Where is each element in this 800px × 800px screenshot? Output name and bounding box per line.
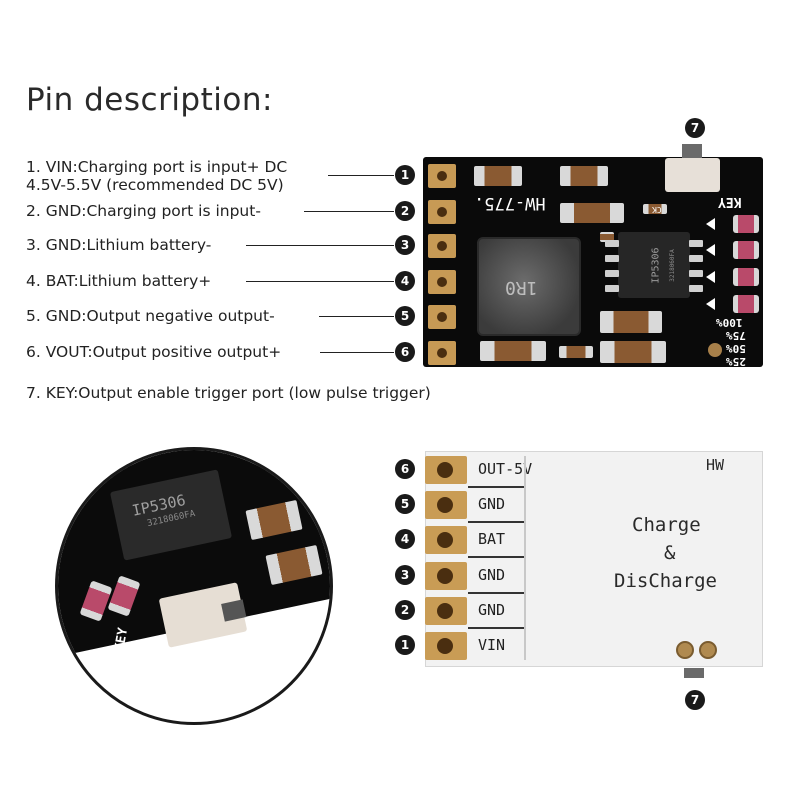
smd-capacitor xyxy=(600,311,662,333)
ck-label: CK xyxy=(652,205,662,214)
back-discharge: DisCharge xyxy=(614,570,717,592)
back-badge-6: 6 xyxy=(395,459,415,479)
pin-5-text: 5. GND:Output negative output- xyxy=(26,307,275,325)
led-1 xyxy=(733,215,759,233)
back-pad-5 xyxy=(425,491,467,519)
smd-resistor xyxy=(559,346,593,358)
back-trace xyxy=(468,486,524,488)
led-arrow-icon xyxy=(706,271,715,283)
badge-3: 3 xyxy=(395,235,415,255)
model-label: HW-775. xyxy=(474,193,546,213)
inductor: 1R0 xyxy=(477,237,581,336)
badge-2: 2 xyxy=(395,201,415,221)
pad-5 xyxy=(428,305,456,329)
badge-6: 6 xyxy=(395,342,415,362)
led-2 xyxy=(733,241,759,259)
badge-4: 4 xyxy=(395,271,415,291)
back-badge-5: 5 xyxy=(395,494,415,514)
back-trace xyxy=(468,592,524,594)
back-label-vin: VIN xyxy=(478,636,506,654)
back-badge-1: 1 xyxy=(395,635,415,655)
pin-6-text: 6. VOUT:Output positive output+ xyxy=(26,343,282,361)
led-3 xyxy=(733,268,759,286)
back-label-out5v: OUT-5V xyxy=(478,460,533,478)
back-trace-vertical xyxy=(524,456,526,660)
chip-label: IP5306 xyxy=(650,247,662,284)
pin-3-text: 3. GND:Lithium battery- xyxy=(26,236,212,254)
back-badge-2: 2 xyxy=(395,600,415,620)
board-back xyxy=(425,451,763,667)
pad-1 xyxy=(428,164,456,188)
pad-3 xyxy=(428,234,456,258)
back-badge-3: 3 xyxy=(395,565,415,585)
percent-50: 50% xyxy=(726,342,746,355)
zoom-detail: IP5306 3218060FA KEY xyxy=(55,447,333,725)
badge-7-top: 7 xyxy=(685,118,705,138)
led-arrow-icon xyxy=(706,244,715,256)
back-brand: HW xyxy=(706,456,725,474)
percent-25: 25% xyxy=(726,355,746,368)
leader-3 xyxy=(246,245,394,246)
pin-1-line-2: 4.5V-5.5V (recommended DC 5V) xyxy=(26,176,284,194)
back-pad-2 xyxy=(425,597,467,625)
badge-7-bottom: 7 xyxy=(685,690,705,710)
chip-code: 3218060FA xyxy=(668,249,676,282)
led-arrow-icon xyxy=(706,218,715,230)
ip5306-chip: IP5306 3218060FA xyxy=(605,232,703,298)
leader-1 xyxy=(328,175,394,176)
percent-75: 75% xyxy=(726,329,746,342)
key-switch xyxy=(665,144,720,192)
inductor-label: 1R0 xyxy=(505,277,538,298)
pad-6 xyxy=(428,341,456,365)
pad-2 xyxy=(428,200,456,224)
pin-7-text: 7. KEY:Output enable trigger port (low p… xyxy=(26,384,431,402)
back-label-bat: BAT xyxy=(478,530,506,548)
badge-1: 1 xyxy=(395,165,415,185)
leader-4 xyxy=(246,281,394,282)
pin-2-text: 2. GND:Charging port is input- xyxy=(26,202,261,220)
back-switch-knob xyxy=(684,668,704,678)
back-badge-4: 4 xyxy=(395,529,415,549)
back-pad-6 xyxy=(425,456,467,484)
smd-resistor xyxy=(643,204,667,214)
smd-capacitor xyxy=(600,341,666,363)
back-pad-3 xyxy=(425,562,467,590)
pad-4 xyxy=(428,270,456,294)
back-charge: Charge xyxy=(632,514,701,536)
led-4 xyxy=(733,295,759,313)
percent-100: 100% xyxy=(716,316,743,329)
zoom-key-label: KEY xyxy=(112,626,132,653)
back-trace xyxy=(468,521,524,523)
back-trace xyxy=(468,627,524,629)
led-arrow-icon xyxy=(706,298,715,310)
pin-1-line-1: 1. VIN:Charging port is input+ DC xyxy=(26,158,288,176)
back-label-gnd: GND xyxy=(478,495,506,513)
badge-5: 5 xyxy=(395,306,415,326)
smd-capacitor xyxy=(560,203,624,223)
smd-capacitor xyxy=(480,341,546,361)
key-label: KEY xyxy=(718,194,742,209)
back-label-gnd: GND xyxy=(478,601,506,619)
back-solder-dot xyxy=(676,641,694,659)
smd-capacitor xyxy=(560,166,608,186)
back-pad-1 xyxy=(425,632,467,660)
leader-5 xyxy=(319,316,394,317)
back-trace xyxy=(468,556,524,558)
smd-capacitor xyxy=(474,166,522,186)
pin-4-text: 4. BAT:Lithium battery+ xyxy=(26,272,212,290)
leader-2 xyxy=(304,211,394,212)
smd-resistor xyxy=(600,232,614,242)
page-title: Pin description: xyxy=(26,82,273,118)
back-amp: & xyxy=(664,542,676,564)
mount-hole xyxy=(708,343,722,357)
leader-6 xyxy=(320,352,394,353)
back-label-gnd: GND xyxy=(478,566,506,584)
back-solder-dot xyxy=(699,641,717,659)
back-pad-4 xyxy=(425,526,467,554)
